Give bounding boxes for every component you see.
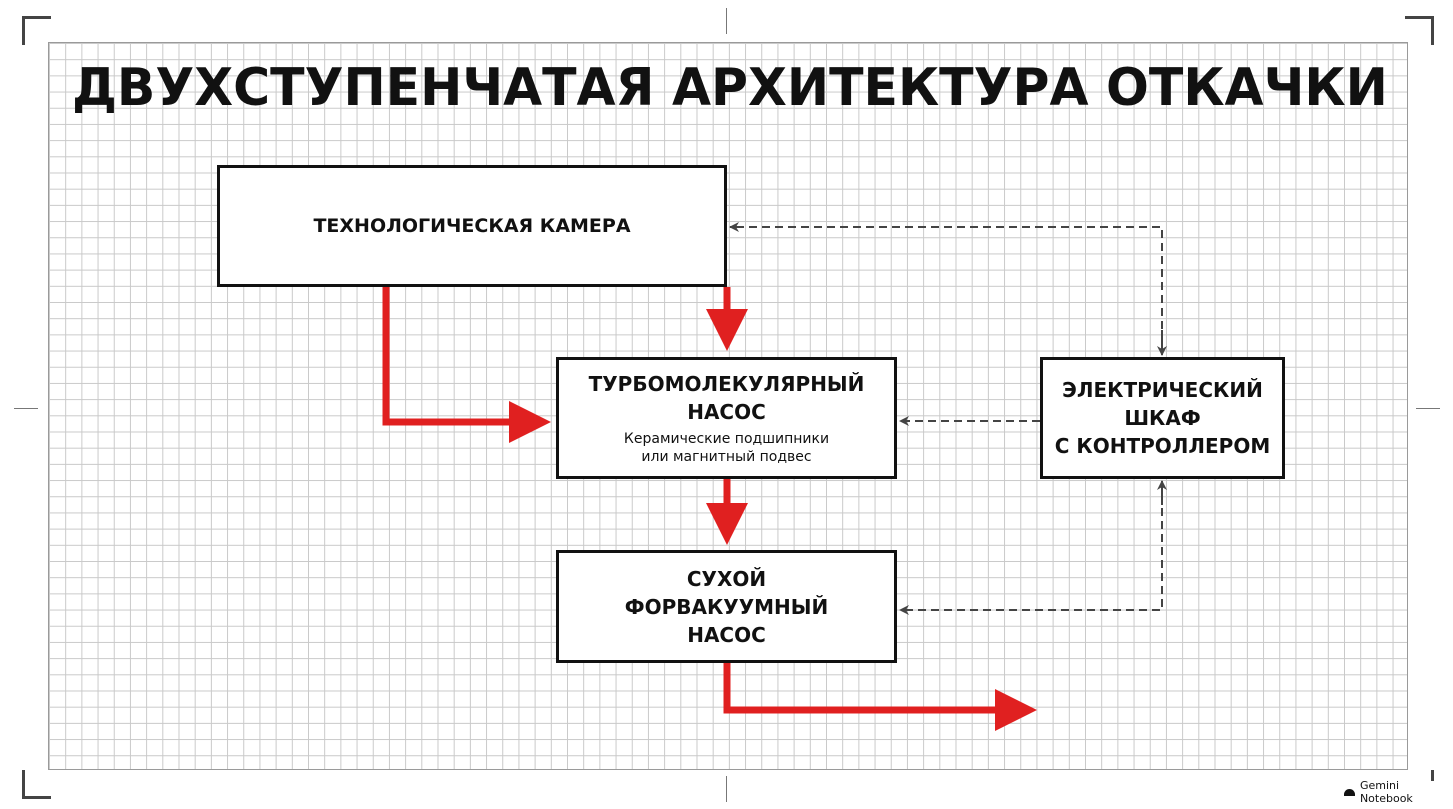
turbo-pump-note-line1: Керамические подшипники: [623, 431, 830, 447]
page-title: ДВУХСТУПЕНЧАТАЯ АРХИТЕКТУРА ОТКАЧКИ: [72, 58, 1388, 118]
fore-pump-label-line1: СУХОЙ: [686, 566, 767, 591]
fore-pump-label-line2: ФОРВАКУУМНЫЙ: [624, 594, 829, 619]
center-tick-right: [1416, 408, 1440, 409]
watermark-text: Gemini Notebook: [1359, 779, 1413, 805]
turbo-pump-label-line2: НАСОС: [687, 400, 766, 424]
control-link-cabinet-fore: [899, 482, 1163, 615]
process-chamber-box: ТЕХНОЛОГИЧЕСКАЯ КАМЕРА: [217, 165, 727, 287]
center-tick-top: [726, 8, 727, 34]
center-tick-left: [14, 408, 38, 409]
turbo-pump-note-line2: или магнитный подвес: [641, 449, 812, 465]
process-chamber-label: ТЕХНОЛОГИЧЕСКАЯ КАМЕРА: [313, 215, 631, 237]
turbomolecular-pump-box: ТУРБОМОЛЕКУЛЯРНЫЙ НАСОС Керамические под…: [556, 357, 897, 479]
turbo-pump-label-line1: ТУРБОМОЛЕКУЛЯРНЫЙ: [588, 372, 865, 396]
gemini-logo-icon: [1344, 788, 1355, 796]
electrical-cabinet-box: ЭЛЕКТРИЧЕСКИЙ ШКАФ С КОНТРОЛЛЕРОМ: [1040, 357, 1285, 479]
dry-forevacuum-pump-box: СУХОЙ ФОРВАКУУМНЫЙ НАСОС: [556, 550, 897, 663]
center-tick-bottom: [726, 776, 727, 802]
gemini-notebook-watermark: Gemini Notebook: [1338, 779, 1453, 805]
corner-bracket-bottom-left: [22, 770, 51, 799]
cabinet-label-line2: ШКАФ: [1124, 406, 1201, 430]
corner-bracket-top-right: [1405, 16, 1434, 45]
flow-fore-to-exhaust: [723, 663, 1037, 731]
fore-pump-label-line3: НАСОС: [687, 622, 766, 647]
control-link-cabinet-chamber: [729, 222, 1163, 355]
corner-bracket-top-left: [22, 16, 51, 45]
cabinet-label-line1: ЭЛЕКТРИЧЕСКИЙ: [1062, 378, 1263, 402]
flow-chamber-to-turbo-left: [382, 287, 551, 443]
cabinet-label-line3: С КОНТРОЛЛЕРОМ: [1054, 434, 1271, 458]
